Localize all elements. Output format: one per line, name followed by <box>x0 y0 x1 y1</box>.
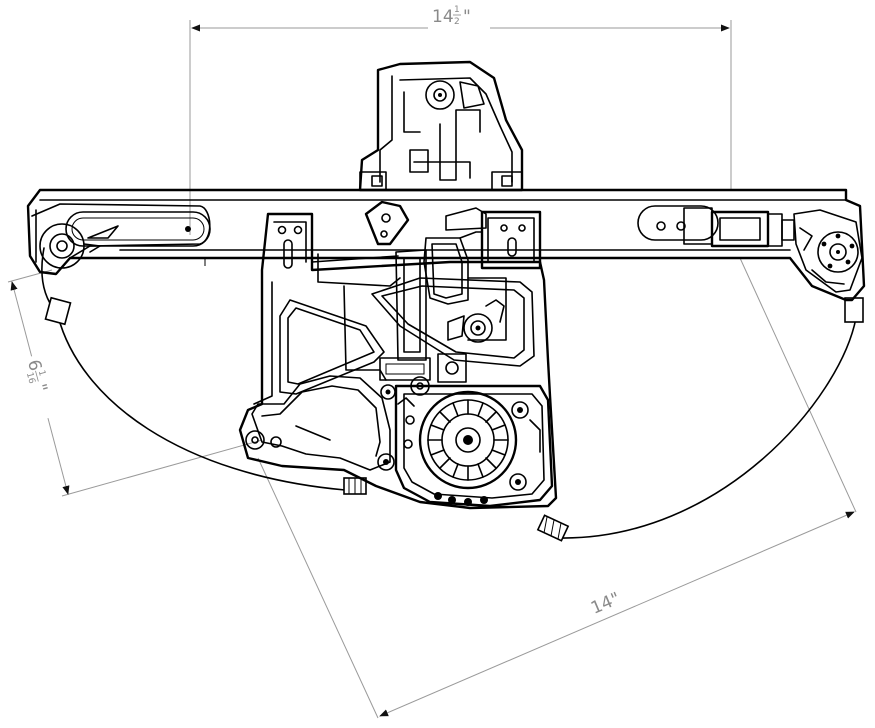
dim-left-den: 16 <box>24 371 37 385</box>
top-mount-bracket <box>358 60 524 192</box>
extension-line-lower <box>61 439 263 497</box>
dim-left-num: 1 <box>36 369 47 377</box>
top-bracket-outline <box>358 60 524 192</box>
cable-right <box>559 317 857 539</box>
cable-left <box>57 315 346 491</box>
left-pulley-wheel <box>39 223 85 269</box>
cable-assembly <box>41 247 864 542</box>
dim-top-mark: " <box>463 7 471 27</box>
right-pulley <box>637 205 863 293</box>
bracket-pivot <box>425 80 455 110</box>
left-pulley <box>31 203 211 269</box>
slider-bracket <box>480 210 542 270</box>
dim-top-num: 1 <box>454 5 460 15</box>
plate-outline <box>238 212 558 510</box>
backing-plate <box>238 212 558 510</box>
lifter-slider <box>317 210 542 383</box>
plate-link <box>311 255 399 263</box>
rail-outline <box>26 188 866 302</box>
slider-link <box>459 231 483 239</box>
left-slot <box>65 211 211 247</box>
right-pulley-wheel <box>817 231 859 273</box>
motor-assembly <box>377 376 554 508</box>
cable-end-right <box>844 297 864 323</box>
guide-rail <box>26 188 866 302</box>
motor-housing <box>394 384 554 508</box>
dim-left-whole: 6 <box>23 358 45 374</box>
dimension-left-height: 6 1 16 " <box>7 269 263 497</box>
extension-line-bottom-left <box>257 457 379 719</box>
dimension-bottom-length: 14" <box>257 257 857 719</box>
cable-end-left <box>44 296 72 326</box>
right-slot <box>637 205 719 241</box>
motor-shaft <box>463 435 473 445</box>
motor-gear <box>418 390 518 490</box>
dim-top-whole: 14 <box>432 7 454 27</box>
slider-pivot <box>463 313 493 343</box>
dimension-line-bottom <box>379 511 855 717</box>
extension-line-bottom-right <box>739 257 857 513</box>
dimension-label-bg <box>428 6 490 32</box>
center-rail-bracket <box>364 200 487 246</box>
dim-top-den: 2 <box>454 17 460 27</box>
dimension-top-width: 14 1 2 " <box>189 5 732 235</box>
